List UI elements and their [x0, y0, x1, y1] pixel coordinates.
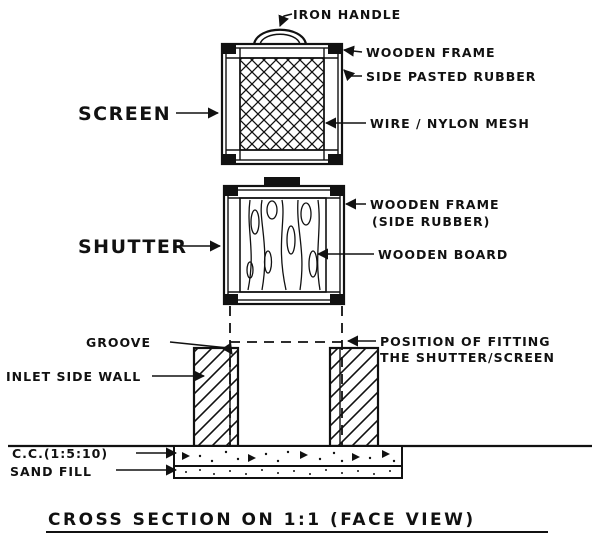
screen-assembly	[220, 28, 344, 166]
groove-leader	[169, 341, 233, 355]
sand-fill-label: SAND FILL	[10, 464, 92, 479]
wood-grain	[246, 199, 321, 291]
position-label-line1: POSITION OF FITTING	[380, 334, 550, 349]
wooden-frame-top-leader	[342, 45, 363, 57]
inlet-side-wall-left	[192, 346, 240, 448]
fitting-position-outline	[229, 306, 343, 447]
side-rubber-label: (SIDE RUBBER)	[372, 214, 490, 229]
screen-outer-frame	[220, 42, 344, 166]
iron-handle-label: IRON HANDLE	[293, 7, 401, 22]
screen-label: SCREEN	[78, 103, 171, 125]
shutter-handle	[264, 177, 300, 187]
sand-fill-layer	[173, 465, 403, 479]
wire-mesh-label: WIRE / NYLON MESH	[370, 116, 530, 131]
iron-handle	[252, 28, 308, 45]
shutter-label: SHUTTER	[78, 236, 187, 258]
wooden-frame-2-label: WOODEN FRAME	[370, 197, 500, 212]
side-rubber-leader	[343, 69, 362, 82]
caption: CROSS SECTION ON 1:1 (FACE VIEW)	[48, 510, 476, 530]
shutter-assembly	[222, 177, 346, 306]
wire-mesh-fill	[239, 57, 325, 151]
cc-mix-label: C.C.(1:5:10)	[12, 446, 108, 461]
position-label-line2: THE SHUTTER/SCREEN	[380, 350, 555, 365]
sand-dots	[185, 469, 391, 475]
iron-handle-leader	[278, 13, 293, 28]
inlet-side-wall-right	[328, 346, 380, 448]
wooden-frame-top-label: WOODEN FRAME	[366, 45, 496, 60]
inlet-side-wall-label: INLET SIDE WALL	[6, 369, 141, 384]
side-pasted-rubber-label: SIDE PASTED RUBBER	[366, 69, 536, 84]
wooden-board-label: WOODEN BOARD	[378, 247, 508, 262]
groove-label: GROOVE	[86, 335, 151, 350]
concrete-aggregate	[182, 450, 396, 463]
shutter-outer-frame	[222, 184, 346, 306]
cc-layer	[173, 445, 403, 467]
